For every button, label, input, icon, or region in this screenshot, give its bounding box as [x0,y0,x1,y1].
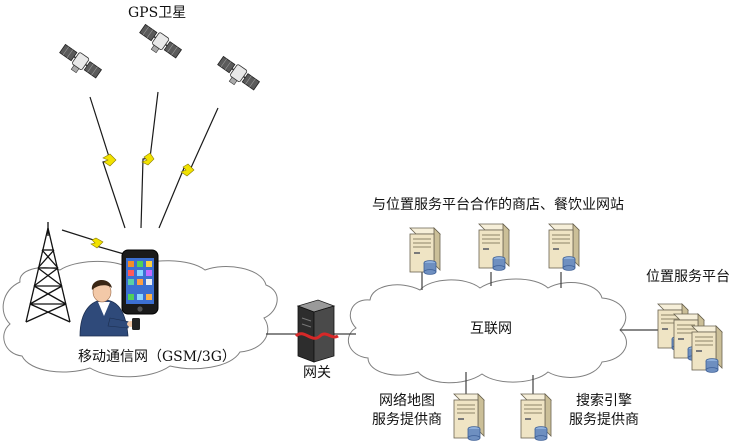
location-platform-servers [657,303,723,373]
map-provider-line2: 服务提供商 [372,412,442,428]
internet-label: 互联网 [470,321,512,337]
search-provider-line2: 服务提供商 [569,412,639,428]
gps-satellite-label: GPS卫星 [128,5,187,21]
satellite-signal-lines [61,91,219,255]
mobile-network-label: 移动通信网（GSM/3G） [78,349,236,365]
search-provider-line1: 搜索引擎 [576,393,632,409]
map-provider-label: 网络地图 服务提供商 [362,392,452,430]
provider-servers [453,393,552,441]
map-provider-line1: 网络地图 [379,393,435,409]
network-links [266,272,660,395]
location-platform-label: 位置服务平台 [646,269,730,285]
lightning-signal-icon [90,152,195,249]
gateway-label: 网关 [303,365,331,381]
gateway-icon [294,299,339,363]
satellite-icon [54,22,262,97]
cell-tower-icon [25,222,71,323]
partner-sites-label: 与位置服务平台合作的商店、餐饮业网站 [372,197,624,213]
smartphone-icon [121,249,159,315]
internet-cloud [347,278,627,384]
user-icon [79,279,140,337]
search-provider-label: 搜索引擎 服务提供商 [558,392,650,430]
server-icon [409,223,580,275]
